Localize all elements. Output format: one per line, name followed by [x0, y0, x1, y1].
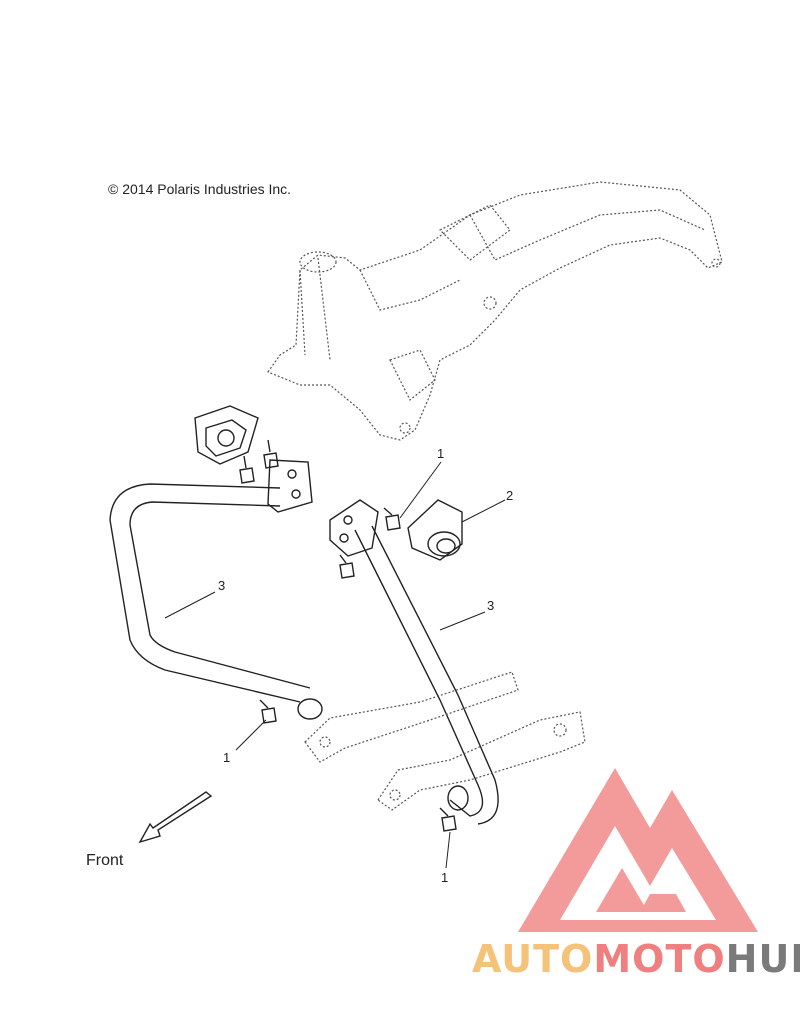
leader-2 — [461, 499, 506, 523]
callout-3-right: 3 — [487, 598, 494, 613]
bolt-right-2 — [339, 554, 355, 579]
callout-1-left: 1 — [223, 750, 230, 765]
callout-2: 2 — [506, 488, 513, 503]
bumper-tube-left — [109, 459, 323, 720]
leader-3-left — [164, 591, 216, 619]
frame-phantom — [267, 181, 723, 441]
bolt-upper-b — [239, 455, 255, 484]
mount-left — [194, 405, 259, 465]
bolt-lower-right — [439, 807, 457, 832]
mount-right — [407, 499, 463, 561]
bolt-right-1 — [383, 507, 401, 531]
arrow-front-icon — [138, 791, 213, 844]
lower-rails-phantom — [304, 671, 586, 811]
callout-3-left: 3 — [218, 578, 225, 593]
watermark-text: AUTOMOTOHUB — [472, 937, 800, 981]
bolt-upper-a — [263, 439, 279, 469]
watermark-auto: AUTO — [472, 937, 593, 981]
watermark-moto: MOTO — [593, 937, 725, 981]
automotohub-logo-icon — [518, 768, 758, 932]
leader-1-top — [399, 461, 442, 519]
leader-1-left — [235, 719, 267, 751]
bolt-lower-left — [259, 699, 277, 724]
leader-3-right — [439, 611, 486, 631]
leader-1-bottom — [445, 831, 451, 869]
callout-1-top: 1 — [437, 446, 444, 461]
callout-1-bottom: 1 — [441, 870, 448, 885]
watermark-hub: HUB — [726, 937, 800, 981]
front-label: Front — [86, 852, 124, 869]
bumper-tube-right — [329, 499, 499, 825]
copyright-text: © 2014 Polaris Industries Inc. — [108, 181, 291, 197]
